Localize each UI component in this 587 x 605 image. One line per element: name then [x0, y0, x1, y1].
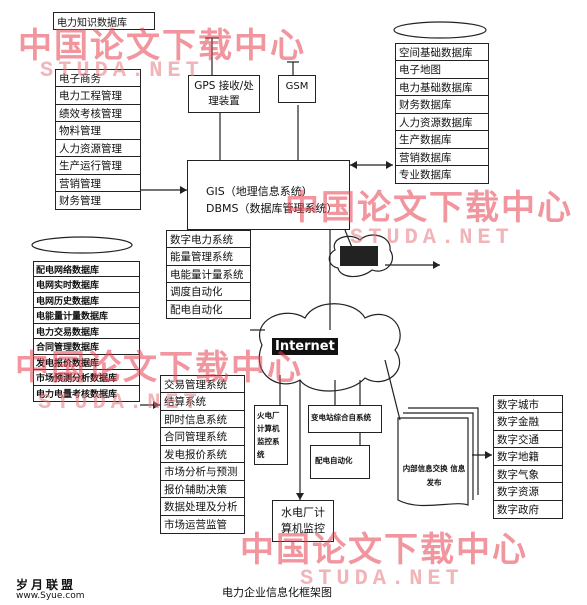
market-system-item: 即时信息系统	[160, 409, 245, 429]
enterprise-db-item: 空间基础数据库	[395, 42, 489, 62]
grid-db-item: 电能量计量数据库	[33, 307, 140, 324]
power-system-item: 配电自动化	[166, 299, 251, 319]
enterprise-db-item: 人力资源数据库	[395, 112, 489, 132]
enterprise-app-item: 电子商务	[55, 68, 141, 88]
enterprise-db-list: 空间基础数据库电子地图电力基础数据库财务数据库人力资源数据库生产数据库营销数据库…	[395, 42, 489, 184]
market-system-item: 结算系统	[160, 392, 245, 411]
market-system-item: 发电报价系统	[160, 444, 245, 464]
digital-city-item: 数字气象	[493, 464, 563, 484]
substation-label: 变电站综合自系统	[311, 413, 371, 422]
substation-box: 变电站综合自系统	[308, 405, 382, 433]
enterprise-app-item: 电力工程管理	[55, 86, 141, 105]
hydro-plant-box: 水电厂计算机监控	[272, 500, 334, 542]
market-system-item: 交易管理系统	[160, 374, 245, 394]
power-system-item: 数字电力系统	[166, 229, 251, 249]
knowledge-db-label: 电力知识数据库	[57, 18, 127, 29]
small-cloud-fill	[340, 246, 378, 266]
digital-city-item: 数字金融	[493, 412, 563, 431]
enterprise-db-item: 生产数据库	[395, 130, 489, 149]
market-system-item: 市场运营监管	[160, 514, 245, 534]
digital-city-item: 数字资源	[493, 482, 563, 501]
market-system-item: 合同管理系统	[160, 427, 245, 446]
digital-city-item: 数字政府	[493, 499, 563, 519]
market-system-item: 市场分析与预测	[160, 462, 245, 481]
knowledge-db-title: 电力知识数据库	[53, 12, 155, 30]
grid-db-item: 电力电量考核数据库	[33, 384, 140, 402]
enterprise-db-item: 电子地图	[395, 60, 489, 79]
power-systems-list: 数字电力系统能量管理系统电能量计量系统调度自动化配电自动化	[166, 229, 251, 319]
grid-db-item: 电力交易数据库	[33, 322, 140, 340]
enterprise-db-item: 专业数据库	[395, 165, 489, 184]
market-system-item: 数据处理及分析	[160, 497, 245, 516]
enterprise-app-item: 生产运行管理	[55, 156, 141, 175]
thermal-plant-box: 火电厂计算机监控系统	[254, 405, 288, 465]
thermal-plant-label: 火电厂计算机监控系统	[257, 411, 280, 459]
info-exchange-label: 内部信息交换 信息发布	[402, 464, 466, 487]
brand-name: 岁月联盟	[16, 578, 77, 592]
market-systems-list: 交易管理系统结算系统即时信息系统合同管理系统发电报价系统市场分析与预测报价辅助决…	[160, 374, 245, 534]
enterprise-app-item: 绩效考核管理	[55, 103, 141, 123]
grid-db-item: 合同管理数据库	[33, 338, 140, 355]
gis-label: GIS（地理信息系统）	[206, 185, 313, 198]
grid-db-item: 市场预测分析数据库	[33, 369, 140, 386]
digital-city-item: 数字交通	[493, 429, 563, 449]
power-system-item: 电能量计量系统	[166, 264, 251, 284]
enterprise-app-item: 财务管理	[55, 191, 141, 210]
gps-label: GPS 接收/处理装置	[194, 80, 254, 107]
dist-auto-label: 配电自动化	[315, 456, 353, 465]
enterprise-db-item: 财务数据库	[395, 95, 489, 114]
gis-box: GIS（地理信息系统） DBMS（数据库管理系统）	[187, 160, 350, 230]
gsm-label: GSM	[285, 81, 309, 92]
enterprise-app-item: 人力资源管理	[55, 138, 141, 158]
power-system-item: 调度自动化	[166, 282, 251, 301]
enterprise-app-item: 营销管理	[55, 173, 141, 193]
grid-db-item: 电网实时数据库	[33, 276, 140, 293]
enterprise-db-item: 营销数据库	[395, 147, 489, 167]
digital-city-item: 数字地籍	[493, 447, 563, 466]
grid-db-item: 电网历史数据库	[33, 291, 140, 309]
digital-city-item: 数字城市	[493, 394, 563, 414]
enterprise-app-item: 物料管理	[55, 121, 141, 140]
grid-db-item: 配电网络数据库	[33, 260, 140, 278]
hydro-plant-label: 水电厂计算机监控	[281, 506, 325, 535]
gsm-box: GSM	[278, 75, 316, 103]
grid-db-list: 配电网络数据库电网实时数据库电网历史数据库电能量计量数据库电力交易数据库合同管理…	[33, 260, 140, 402]
gps-box: GPS 接收/处理装置	[188, 75, 260, 113]
brand-url: www.Syue.com	[16, 591, 85, 601]
dist-auto-box: 配电自动化	[310, 445, 370, 479]
market-system-item: 报价辅助决策	[160, 479, 245, 499]
enterprise-db-item: 电力基础数据库	[395, 77, 489, 97]
grid-db-item: 发电报价数据库	[33, 353, 140, 371]
power-system-item: 能量管理系统	[166, 247, 251, 266]
dbms-label: DBMS（数据库管理系统）	[206, 202, 338, 215]
enterprise-apps-list: 电子商务电力工程管理绩效考核管理物料管理人力资源管理生产运行管理营销管理财务管理	[55, 68, 141, 210]
figure-caption: 电力企业信息化框架图	[222, 586, 332, 599]
digital-city-list: 数字城市数字金融数字交通数字地籍数字气象数字资源数字政府	[493, 394, 563, 519]
cloud-label: Internet	[272, 338, 338, 355]
